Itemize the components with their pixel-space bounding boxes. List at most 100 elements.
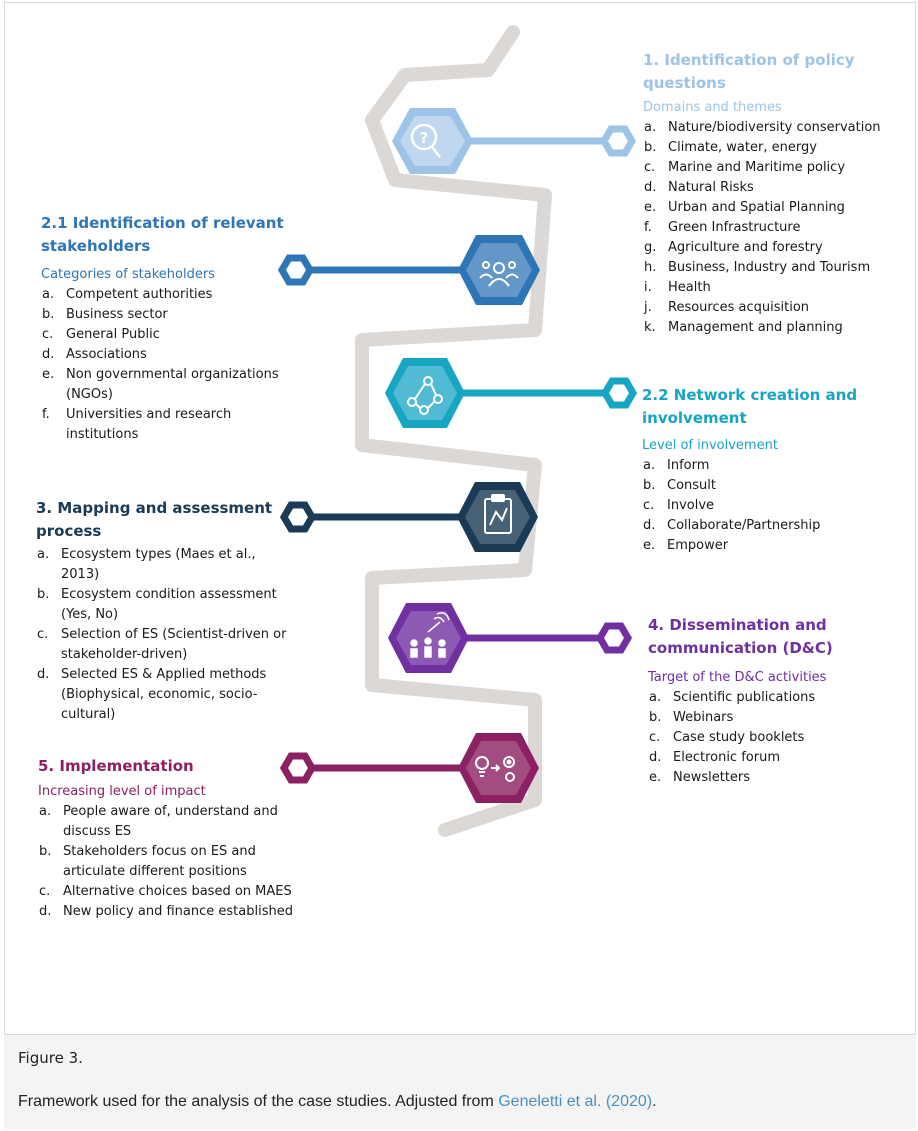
list-item-text: Stakeholders focus on ES and articulate … bbox=[63, 844, 256, 879]
section-3-title-line2: process bbox=[36, 522, 102, 540]
list-item-text: Case study booklets bbox=[673, 730, 805, 745]
list-item-letter: b. bbox=[644, 140, 657, 155]
list-item-text: Non governmental organizations (NGOs) bbox=[66, 367, 279, 402]
list-item: j.Resources acquisition bbox=[643, 298, 913, 318]
list-item-letter: d. bbox=[39, 904, 52, 919]
list-item-letter: b. bbox=[39, 844, 52, 859]
reference-link[interactable]: Geneletti et al. (2020) bbox=[498, 1093, 653, 1110]
list-item-letter: a. bbox=[643, 458, 656, 473]
list-item-letter: c. bbox=[649, 730, 661, 745]
list-item: c.Selection of ES (Scientist-driven or s… bbox=[36, 625, 291, 665]
list-item: d.Electronic forum bbox=[648, 748, 888, 768]
list-item-text: Consult bbox=[667, 478, 716, 493]
list-item: a. Competent authorities bbox=[41, 285, 301, 305]
clipboard-map-icon bbox=[484, 494, 512, 534]
svg-text:?: ? bbox=[420, 129, 429, 147]
list-item-letter: k. bbox=[644, 320, 656, 335]
list-item: e.Non governmental organizations (NGOs) bbox=[41, 365, 301, 405]
communication-people-icon bbox=[410, 612, 450, 658]
list-item-letter: e. bbox=[649, 770, 662, 785]
question-magnifier-icon: ? bbox=[410, 123, 441, 158]
node-22-hex bbox=[385, 358, 465, 428]
list-item: b. Business sector bbox=[41, 305, 301, 325]
list-item-letter: b. bbox=[42, 307, 55, 322]
section-5-title: 5. Implementation bbox=[38, 755, 298, 778]
list-item: h. Business, Industry and Tourism bbox=[643, 258, 913, 278]
section-22-subtitle: Level of involvement bbox=[642, 438, 778, 453]
list-item: d.Selected ES & Applied methods (Biophys… bbox=[36, 665, 291, 725]
node-1-hex bbox=[392, 108, 473, 174]
node-3-connector bbox=[279, 501, 480, 533]
list-item-text: Selection of ES (Scientist-driven or sta… bbox=[61, 627, 287, 662]
winding-path bbox=[355, 25, 552, 837]
list-item: f.Green Infrastructure bbox=[643, 218, 913, 238]
list-item-letter: c. bbox=[643, 498, 655, 513]
section-21-title-line1: 2.1 Identification of relevant bbox=[41, 214, 284, 232]
list-item-letter: d. bbox=[643, 518, 656, 533]
section-4-title-line1: 4. Dissemination and bbox=[648, 616, 827, 634]
list-item-text: Business sector bbox=[66, 307, 168, 322]
list-item-letter: a. bbox=[42, 287, 55, 302]
list-item-letter: g. bbox=[644, 240, 657, 255]
figure-caption: Figure 3. Framework used for the analysi… bbox=[4, 1034, 916, 1129]
list-item-letter: i. bbox=[644, 280, 652, 295]
list-item-letter: d. bbox=[37, 667, 50, 682]
list-item-text: Business, Industry and Tourism bbox=[668, 260, 871, 275]
list-item-text: Empower bbox=[667, 538, 729, 553]
section-3-title-line1: 3. Mapping and assessment bbox=[36, 499, 273, 517]
list-item: c.Involve bbox=[642, 496, 902, 516]
list-item-letter: a. bbox=[37, 547, 50, 562]
list-item-letter: f. bbox=[644, 220, 652, 235]
node-3-hex bbox=[457, 482, 538, 552]
list-item: c. Case study booklets bbox=[648, 728, 888, 748]
list-item-text: Universities and research institutions bbox=[66, 407, 232, 442]
list-item-text: Newsletters bbox=[673, 770, 751, 785]
list-item: f.Universities and research institutions bbox=[41, 405, 301, 445]
section-21-list: a. Competent authorities b. Business sector… bbox=[41, 285, 301, 445]
list-item-letter: b. bbox=[37, 587, 50, 602]
list-item: b. Ecosystem condition assessment (Yes, N… bbox=[36, 585, 291, 625]
list-item: g.Agriculture and forestry bbox=[643, 238, 913, 258]
section-22-title: 2.2 Network creation and involvement bbox=[642, 384, 902, 430]
section-22-title-line1: 2.2 Network creation and bbox=[642, 386, 858, 404]
section-22: 2.2 Network creation and involvement Lev… bbox=[642, 384, 902, 556]
section-5: 5. Implementation Increasing level of im… bbox=[38, 755, 298, 922]
list-item-text: Ecosystem condition assessment (Yes, No) bbox=[61, 587, 277, 622]
list-item-letter: d. bbox=[42, 347, 55, 362]
section-21-title: 2.1 Identification of relevant stakehold… bbox=[41, 212, 301, 258]
section-4-title-line2: communication (D&C) bbox=[648, 639, 833, 657]
list-item-text: Marine and Maritime policy bbox=[668, 160, 846, 175]
list-item: e.Urban and Spatial Planning bbox=[643, 198, 913, 218]
list-item-letter: a. bbox=[644, 120, 657, 135]
section-5-list: a. People aware of, understand and discus… bbox=[38, 802, 298, 922]
list-item-text: Climate, water, energy bbox=[668, 140, 817, 155]
list-item-text: People aware of, understand and discuss … bbox=[63, 804, 278, 839]
list-item-letter: e. bbox=[644, 200, 657, 215]
list-item: d.Collaborate/Partnership bbox=[642, 516, 902, 536]
list-item-text: Competent authorities bbox=[66, 287, 213, 302]
section-3: 3. Mapping and assessment process a.Ecos… bbox=[36, 497, 291, 725]
list-item-text: Webinars bbox=[673, 710, 734, 725]
list-item-letter: e. bbox=[643, 538, 656, 553]
figure-description: Framework used for the analysis of the c… bbox=[18, 1093, 657, 1111]
section-5-title-line1: 5. Implementation bbox=[38, 757, 194, 775]
idea-gears-icon bbox=[475, 756, 515, 782]
section-4-title: 4. Dissemination and communication (D&C) bbox=[648, 614, 888, 660]
node-4-connector bbox=[450, 622, 633, 654]
section-3-list: a.Ecosystem types (Maes et al., 2013)b.E… bbox=[36, 545, 291, 725]
list-item-text: Health bbox=[668, 280, 711, 295]
list-item: e. Empower bbox=[642, 536, 902, 556]
list-item-letter: a. bbox=[39, 804, 52, 819]
list-item-text: New policy and finance established bbox=[63, 904, 293, 919]
list-item-letter: a. bbox=[649, 690, 662, 705]
list-item-text: General Public bbox=[66, 327, 160, 342]
list-item-letter: h. bbox=[644, 260, 657, 275]
node-5-connector bbox=[279, 752, 480, 784]
section-1: 1. Identification of policy questions Do… bbox=[643, 49, 913, 338]
list-item-letter: d. bbox=[649, 750, 662, 765]
network-nodes-icon bbox=[407, 376, 443, 415]
list-item-letter: c. bbox=[644, 160, 656, 175]
list-item: k.Management and planning bbox=[643, 318, 913, 338]
list-item-letter: c. bbox=[39, 884, 51, 899]
